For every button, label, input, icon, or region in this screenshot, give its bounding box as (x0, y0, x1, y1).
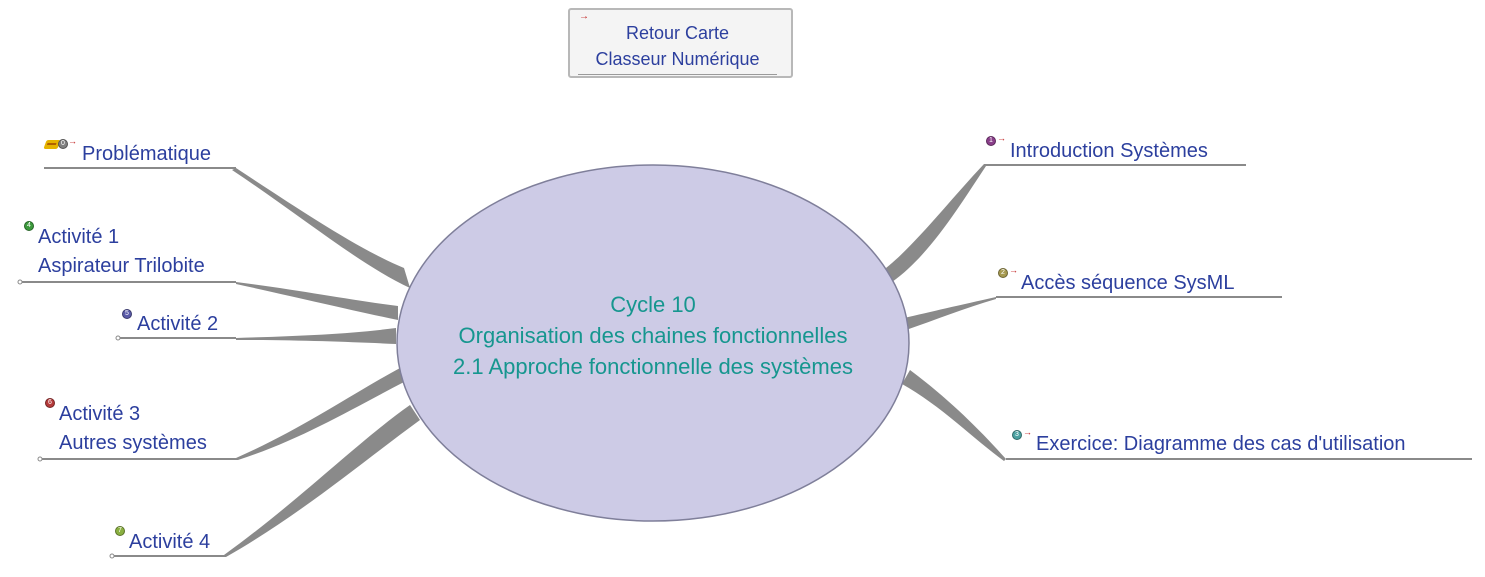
badge-1-icon: 1 (986, 136, 996, 146)
connector-exercice (902, 370, 1006, 461)
branch-problematique[interactable]: Problématique (82, 143, 211, 165)
badge-4-icon: 4 (24, 221, 34, 231)
branch-acces-sequence-sysml[interactable]: Accès séquence SysML (1021, 272, 1235, 294)
connector-problematique (232, 168, 410, 288)
connector-acces-sysml (904, 297, 996, 330)
central-topic[interactable]: Cycle 10 Organisation des chaines foncti… (398, 289, 908, 382)
branch-introduction-systemes[interactable]: Introduction Systèmes (1010, 140, 1208, 162)
connector-introduction (886, 164, 986, 282)
branch-activite-3-line-2[interactable]: Autres systèmes (59, 432, 207, 454)
connector-activite-2 (236, 328, 396, 344)
return-map-line-1: Retour Carte (625, 23, 730, 43)
return-map-underline (578, 74, 777, 75)
badge-7-icon: 7 (115, 526, 125, 536)
badge-6-icon: 6 (45, 398, 55, 408)
badge-0-icon: 0 (58, 139, 68, 149)
branch-activite-1-line-1[interactable]: Activité 1 (38, 226, 120, 248)
central-topic-ellipse[interactable] (396, 164, 910, 522)
link-arrow-icon: → (579, 11, 589, 22)
badge-5-icon: 5 (122, 309, 132, 319)
connector-activite-4 (224, 405, 420, 557)
collapse-dot-activite-2[interactable] (115, 335, 121, 341)
collapse-dot-activite-1[interactable] (17, 279, 23, 285)
connector-activite-3 (236, 368, 404, 460)
branch-activite-3-line-1[interactable]: Activité 3 (59, 403, 141, 425)
link-arrow-icon: → (1023, 427, 1032, 437)
return-map-button[interactable]: → Retour Carte Classeur Numérique (568, 8, 793, 78)
central-topic-line-1: Cycle 10 (610, 292, 696, 317)
branch-exercice-cas-utilisation[interactable]: Exercice: Diagramme des cas d'utilisatio… (1036, 433, 1406, 455)
badge-2-icon: 2 (998, 268, 1008, 278)
central-topic-line-2: Organisation des chaines fonctionnelles (458, 323, 848, 348)
link-arrow-icon: → (997, 133, 1006, 143)
link-arrow-icon: → (1009, 265, 1018, 275)
central-topic-line-3: 2.1 Approche fonctionnelle des systèmes (453, 354, 853, 379)
branch-activite-2[interactable]: Activité 2 (137, 313, 219, 335)
connector-activite-1 (236, 282, 398, 320)
return-map-line-2: Classeur Numérique (595, 49, 760, 69)
link-arrow-icon: → (68, 136, 77, 146)
collapse-dot-activite-4[interactable] (109, 553, 115, 559)
badge-3-icon: 3 (1012, 430, 1022, 440)
branch-activite-1-line-2[interactable]: Aspirateur Trilobite (38, 255, 205, 277)
branch-activite-4[interactable]: Activité 4 (129, 531, 211, 553)
collapse-dot-activite-3[interactable] (37, 456, 43, 462)
